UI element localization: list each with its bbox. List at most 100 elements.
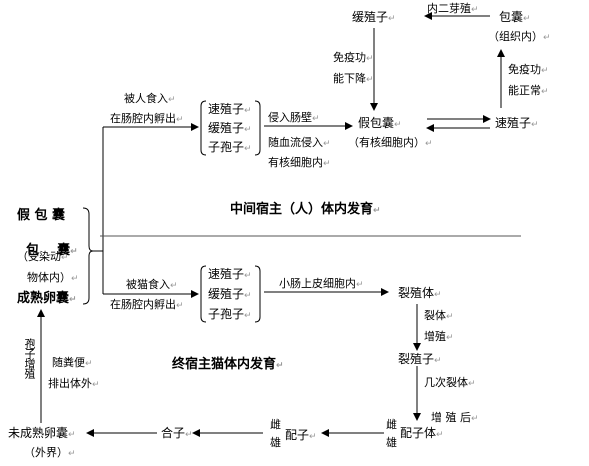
group2-bracket	[254, 265, 261, 323]
node-weichengshu-text: 未成熟卵囊	[8, 426, 69, 440]
label-qinruchangbi: 侵入肠壁↵	[268, 111, 320, 125]
para-mark: ↵	[244, 271, 252, 281]
para-mark: ↵	[323, 159, 331, 169]
label-xiaochang: 小肠上皮细胞内↵	[279, 277, 364, 291]
node-jiabaonang-sub: （有核细胞内）↵	[348, 136, 433, 150]
left-baonang-text: 包 囊	[26, 243, 71, 258]
left-shouran-text: （受染动	[17, 250, 61, 263]
label-beirenshiru: 被人食入↵	[124, 92, 176, 106]
label-mianyigong2-text: 免疫功	[508, 63, 541, 76]
para-mark: ↵	[176, 115, 184, 125]
group1-item-2: 子孢子↵	[208, 140, 252, 154]
label-zengzhihou: 增 殖 后↵	[424, 397, 479, 425]
left-chengshuluannang-text: 成熟卵囊	[17, 291, 70, 306]
para-mark: ↵	[68, 430, 76, 440]
label-nengzhengchang: 能正常↵	[508, 84, 549, 98]
label-youhexibao: 有核细胞内↵	[268, 156, 331, 170]
group2-item-2-text: 子孢子	[208, 307, 245, 321]
para-mark: ↵	[471, 414, 479, 424]
para-mark: ↵	[434, 290, 442, 300]
node-liezhiti: 裂殖体↵	[398, 286, 442, 300]
label-nengxiajiang-text: 能下降	[333, 72, 366, 85]
label-xiaochang-text: 小肠上皮细胞内	[279, 277, 356, 290]
title-intermediate: 中间宿主（人）体内发育↵	[230, 203, 381, 217]
para-mark: ↵	[92, 380, 100, 390]
node-liezhiti-text: 裂殖体	[398, 286, 435, 300]
label-jicilieti: 几次裂体↵	[424, 376, 476, 390]
para-mark: ↵	[366, 75, 374, 85]
group1-item-0-text: 速殖子	[208, 102, 245, 116]
label-jicilieti-text: 几次裂体	[424, 376, 468, 389]
group2-brace	[200, 265, 207, 323]
para-mark: ↵	[244, 125, 252, 135]
group1-bracket	[254, 100, 261, 156]
group2-item-0-text: 速殖子	[208, 267, 245, 281]
left-baonang: 包 囊↵	[17, 230, 78, 258]
label-mianyigong1: 免疫功↵	[333, 51, 374, 65]
node-hezi: 合子↵	[161, 426, 193, 440]
left-brace	[82, 207, 94, 305]
para-mark: ↵	[446, 333, 454, 343]
para-mark: ↵	[176, 301, 184, 311]
para-mark: ↵	[244, 144, 252, 154]
left-wutinei-text: 物体内）	[27, 271, 71, 284]
node-waijie: （外界）↵	[24, 446, 76, 460]
label-changqiang1-text: 在肠腔内孵出	[110, 112, 176, 125]
node-waijie-text: （外界）	[24, 446, 68, 459]
label-suifenbian: 随粪便↵	[52, 356, 93, 370]
para-mark: ↵	[312, 114, 320, 124]
para-mark: ↵	[434, 356, 442, 366]
label-zengzhi-text: 增殖	[424, 330, 446, 343]
label-paichutiwai: 排出体外↵	[48, 377, 100, 391]
para-mark: ↵	[394, 120, 402, 130]
label-mianyigong1-text: 免疫功	[333, 51, 366, 64]
label-ci2: 雌	[386, 418, 397, 432]
left-wutinei: 物体内）↵	[27, 271, 79, 285]
node-baonang-tr-sub: （组织内）↵	[488, 30, 551, 44]
para-mark: ↵	[388, 14, 396, 24]
label-xiong1: 雄	[270, 436, 281, 450]
group1-item-1: 缓殖子↵	[208, 121, 252, 135]
label-changqiang2: 在肠腔内孵出↵	[110, 298, 184, 312]
node-huanzhizi-top-text: 缓殖子	[352, 10, 389, 24]
label-neierya-text: 内二芽殖	[427, 2, 471, 15]
para-mark: ↵	[69, 295, 77, 305]
label-suixueliu-text: 随血流侵入	[268, 136, 323, 149]
group1-item-2-text: 子孢子	[208, 140, 245, 154]
node-jiabaonang-sub-text: （有核细胞内）	[348, 136, 425, 149]
group2-item-1-text: 缓殖子	[208, 287, 245, 301]
para-mark: ↵	[61, 253, 69, 263]
para-mark: ↵	[541, 66, 549, 76]
para-mark: ↵	[541, 87, 549, 97]
para-mark: ↵	[425, 139, 433, 149]
label-lieti: 裂体↵	[424, 309, 454, 323]
label-youhexibao-text: 有核细胞内	[268, 156, 323, 169]
para-mark: ↵	[244, 291, 252, 301]
para-mark: ↵	[356, 280, 364, 290]
para-mark: ↵	[366, 54, 374, 64]
label-baozizengzhi: 孢子增殖	[23, 338, 36, 378]
para-mark: ↵	[531, 120, 539, 130]
group2-item-2: 子孢子↵	[208, 307, 252, 321]
node-suzhizi-r: 速殖子↵	[495, 116, 539, 130]
node-weichengshu: 未成熟卵囊↵	[8, 426, 76, 440]
label-qinruchangbi-text: 侵入肠壁	[268, 111, 312, 124]
left-shouran: （受染动↵	[17, 250, 69, 264]
para-mark: ↵	[436, 430, 444, 440]
node-suzhizi-r-text: 速殖子	[495, 116, 532, 130]
label-nengxiajiang: 能下降↵	[333, 72, 374, 86]
label-lieti-text: 裂体	[424, 309, 446, 322]
node-jiabaonang: 假包囊↵	[358, 116, 402, 130]
label-beirenshiru-text: 被人食入	[124, 92, 168, 105]
node-huanzhizi-top: 缓殖子↵	[352, 10, 396, 24]
para-mark: ↵	[244, 311, 252, 321]
para-mark: ↵	[446, 312, 454, 322]
para-mark: ↵	[309, 432, 317, 442]
label-baozizengzhi-text: 孢子增殖	[23, 338, 36, 378]
left-jiabaonang-text: 假 包 囊	[17, 208, 66, 223]
node-liezhizi-text: 裂殖子	[398, 352, 435, 366]
node-baonang-tr: 包囊↵	[499, 10, 531, 24]
label-changqiang1: 在肠腔内孵出↵	[110, 112, 184, 126]
para-mark: ↵	[471, 5, 479, 15]
